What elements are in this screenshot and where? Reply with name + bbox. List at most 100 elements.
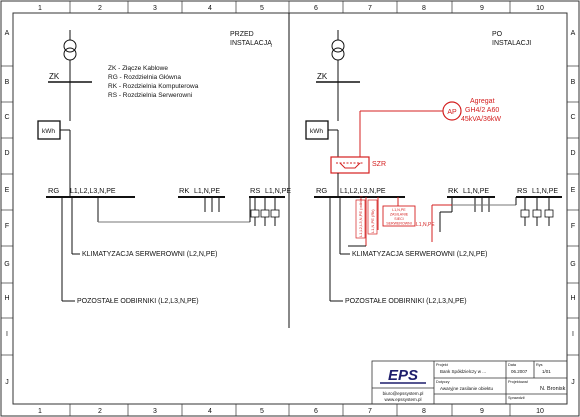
row-label: A [571,30,576,37]
rg-label: RG [48,186,59,195]
row-label: J [5,379,9,386]
date-value: 06.2007 [511,369,528,374]
szr-box [330,156,370,174]
eps-logo-text: EPS [388,367,418,384]
before-title: INSTALACJĄ [230,40,272,47]
rg-label: RG [316,186,327,195]
ap-label: AP [447,109,457,116]
legend-item: ZK - Złącze Kablowe [108,65,168,72]
row-label: F [571,223,575,230]
after-title: INSTALACJI [492,40,531,47]
rs-breaker [544,209,554,218]
legend-item: RG - Rozdzielnia Główna [108,74,181,81]
rk-phases: L1,N,PE [194,188,220,195]
rk-label: RK [179,186,189,195]
col-label: 2 [98,408,102,415]
row-label: F [5,223,9,230]
email: biuro@epssystem.pl [383,391,424,396]
transformer-icon [331,47,345,61]
row-label: G [4,261,9,268]
circuit-label: KLIMATYZACJA SERWEROWNI (L2,N,PE) [82,251,218,258]
zk-label: ZK [317,72,328,81]
inner-frame [12,12,568,405]
row-label: I [6,331,8,338]
rg-phases: L1,L2,L3,N,PE [70,188,116,195]
before-diagram: PRZED INSTALACJĄ ZK ZK - Złącze Kablowe … [37,30,291,305]
row-label: C [4,114,9,121]
col-label: 9 [480,408,484,415]
server-feed-text: SIECI [394,217,403,221]
concerns-label: Dotyczy [436,380,450,384]
col-label: 3 [153,5,157,12]
col-label: 1 [38,5,42,12]
rs-phases: L1,N,PE [265,188,291,195]
concerns-value: Awaryjne zasilanie obiektu [440,386,493,391]
col-label: 8 [422,5,426,12]
rs-breaker [532,209,542,218]
col-label: 9 [480,5,484,12]
transformer-icon [331,39,345,53]
row-label: H [570,295,575,302]
row-label: C [570,114,575,121]
logo: EPS [378,364,428,384]
after-diagram: PO INSTALACJI ZK kWh RG L1,L2,L3,N,PE RK… [305,30,562,305]
row-label: D [570,150,575,157]
row-label: G [570,261,575,268]
col-label: 8 [422,408,426,415]
designer-label: Projektował [508,380,528,384]
kwh-label: kWh [310,128,323,135]
row-label: A [5,30,10,37]
row-label: B [5,79,10,86]
drawing-value: 1/01 [542,369,551,374]
l1npe-label: L1,N,PE [416,222,435,228]
rg-phases: L1,L2,L3,N,PE [340,188,386,195]
drawing-label: Rys [536,363,543,367]
generator-label: GH4/2 A60 [465,107,499,114]
row-label: H [4,295,9,302]
circuit-label: POZOSTAŁE ODBIRNIKI (L2,L3,N,PE) [345,298,467,305]
col-label: 4 [208,5,212,12]
col-label: 6 [314,408,318,415]
row-label: I [572,331,574,338]
designer-value: N. Bronisk [540,386,566,392]
title-block-text: biuro@epssystem.pl www.epssystem.pl Proj… [383,363,566,402]
col-label: 5 [260,5,264,12]
row-label: B [571,79,576,86]
server-feed-text: ZASILANIE [390,213,409,217]
transformer-icon [63,39,77,53]
before-title: PRZED [230,31,254,38]
rk-label: RK [448,186,458,195]
server-feed-text: SERWEROWNI [386,222,412,226]
date-label: Data [508,363,517,367]
legend-item: RK - Rozdzielnia Komputerowa [108,83,199,90]
col-label: 10 [536,5,544,12]
circuit-label: KLIMATYZACJA SERWEROWNI (L2,N,PE) [352,251,488,258]
col-label: 3 [153,408,157,415]
vertical-label-box [367,199,378,235]
rs-breaker [270,209,280,218]
col-label: 10 [536,408,544,415]
circuit-label: POZOSTAŁE ODBIRNIKI (L2,L3,N,PE) [77,298,199,305]
rs-phases: L1,N,PE [532,188,558,195]
col-label: 1 [38,408,42,415]
column-labels-bottom: 1 2 3 4 5 6 7 8 9 10 [38,408,544,415]
checker-label: Sprawdził [508,396,525,400]
project-value: Bank Spółdzielczy w ... [440,369,486,374]
kwh-label: kWh [42,128,55,135]
column-labels-top: 1 2 3 4 5 6 7 8 9 10 [38,5,544,12]
rs-breaker [250,209,260,218]
col-label: 4 [208,408,212,415]
vertical-label-box [355,199,366,239]
rs-label: RS [517,186,527,195]
row-labels-left: A B C D E F G H I J [4,30,9,386]
server-feed-box [382,205,416,227]
rk-phases: L1,N,PE [463,188,489,195]
col-label: 7 [368,408,372,415]
server-feed-text: L1,N,PE [392,208,406,212]
row-label: D [4,150,9,157]
column-ticks [69,1,511,416]
vertical-label: L1,L2,L3,N,PE (odbiór) [358,195,363,237]
col-label: 6 [314,5,318,12]
row-ticks [1,65,579,356]
